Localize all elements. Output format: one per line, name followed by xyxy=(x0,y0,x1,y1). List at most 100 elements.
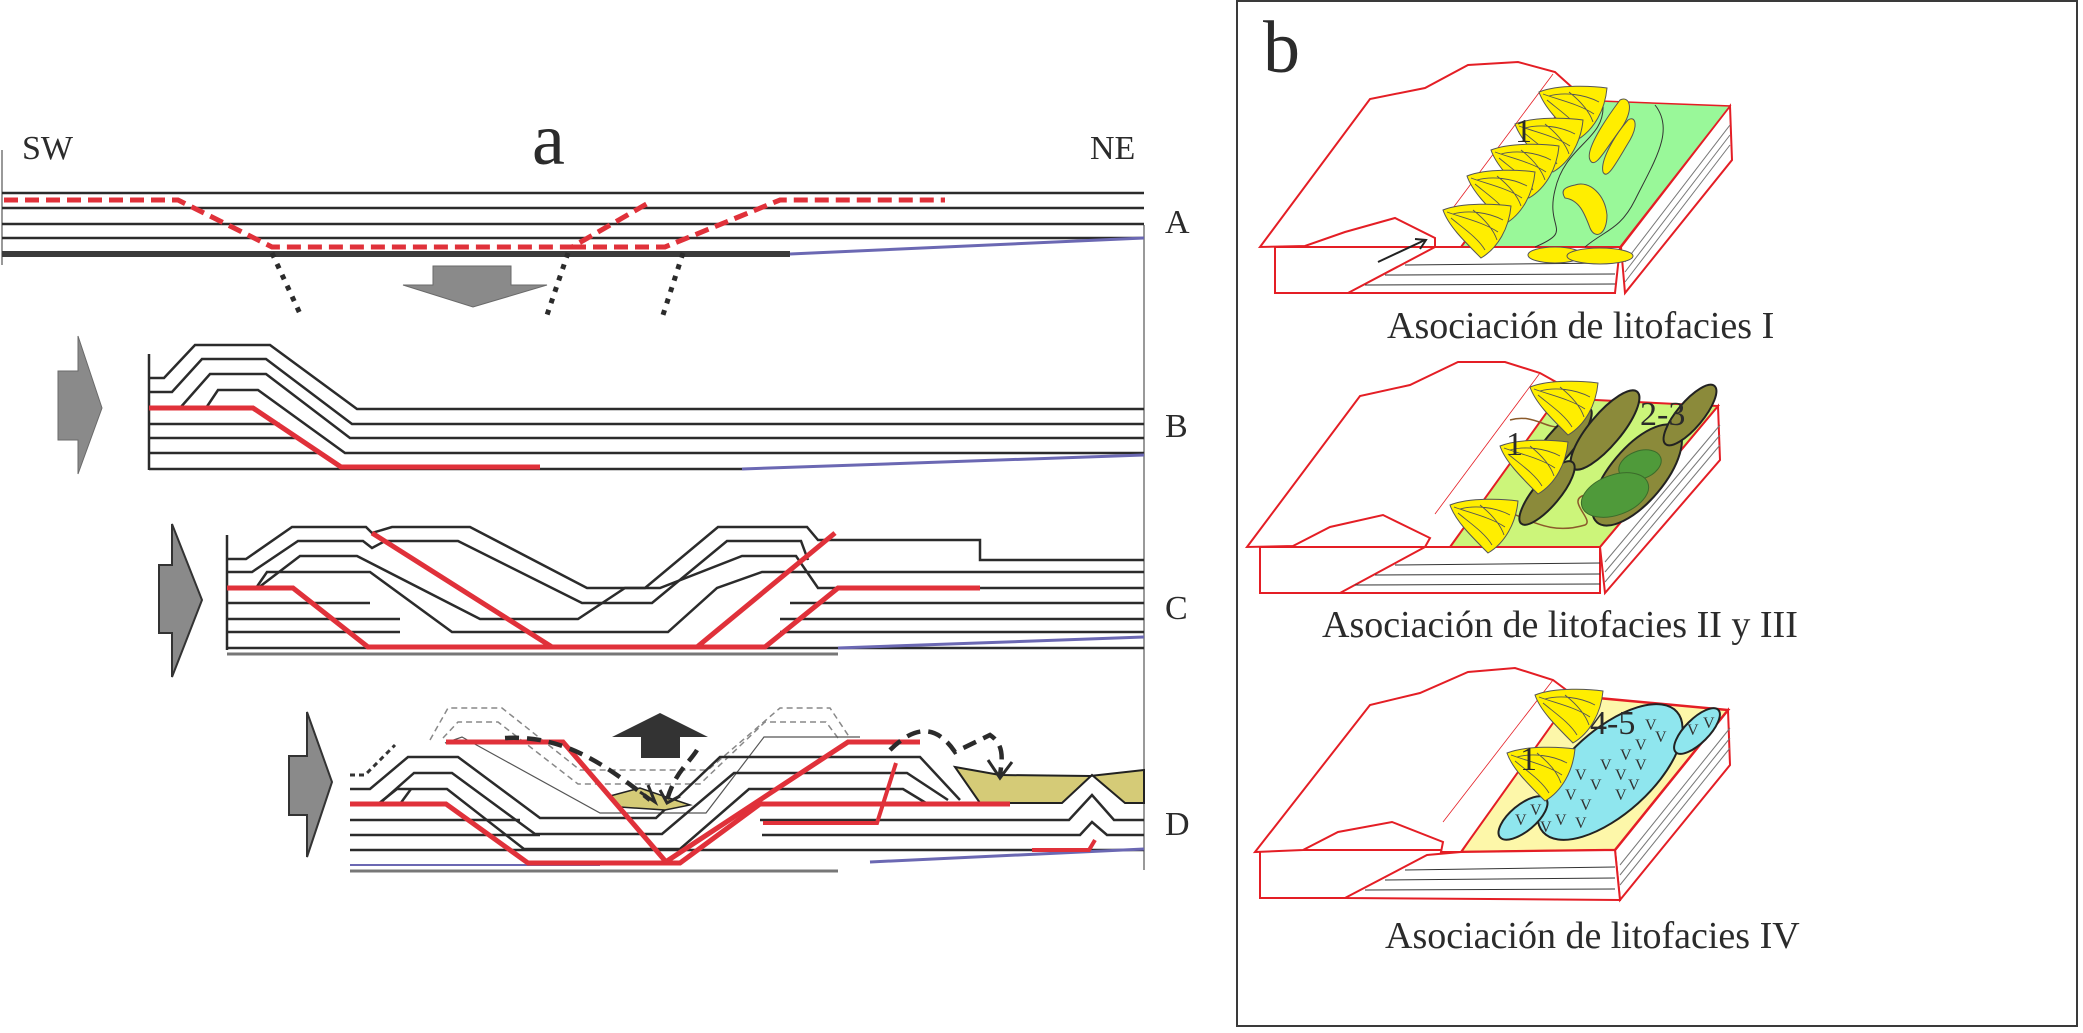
sediment-transport-arrow xyxy=(888,729,1004,776)
subsidence-arrow-icon xyxy=(402,265,548,308)
fold-stratum xyxy=(227,539,810,605)
svg-text:V: V xyxy=(1580,797,1592,814)
basement-line xyxy=(741,453,1145,471)
lacustrine-patch xyxy=(1580,472,1650,518)
svg-text:V: V xyxy=(1575,815,1587,832)
plain-front-step xyxy=(1339,546,1601,594)
channel-line xyxy=(1584,104,1664,248)
channel-line xyxy=(1534,104,1604,248)
bedding-line xyxy=(1404,262,1616,266)
channel-bar xyxy=(1566,247,1634,265)
future-fault-red-dashed xyxy=(572,197,945,250)
plain-front-step xyxy=(1344,848,1622,902)
svg-text:V: V xyxy=(1515,812,1527,829)
svg-text:V: V xyxy=(1655,729,1667,746)
eroded-surface xyxy=(444,736,860,814)
bedding-line xyxy=(1604,434,1721,573)
block-caption-i: Asociación de litofacies I xyxy=(1387,305,1774,347)
block-caption-iv: Asociación de litofacies IV xyxy=(1385,915,1800,957)
bedding-line xyxy=(1404,866,1616,871)
svg-text:V: V xyxy=(1555,812,1567,829)
svg-text:V: V xyxy=(1540,819,1552,836)
fold-stratum xyxy=(179,372,1144,440)
bedding-line xyxy=(1394,562,1601,566)
channel-bar xyxy=(1602,118,1636,175)
evaporite-lake xyxy=(1536,703,1684,841)
sediment-transport-arrow xyxy=(664,748,699,801)
bedding-line xyxy=(1604,424,1721,563)
facies-number: 1 xyxy=(1506,426,1523,463)
future-fault-red-dashed xyxy=(4,197,652,250)
panel-a-letter: a xyxy=(532,99,565,181)
svg-text:V: V xyxy=(1628,777,1640,794)
thrust-fault-red xyxy=(227,585,980,650)
stage-label-b: B xyxy=(1165,408,1188,445)
svg-text:V: V xyxy=(1590,777,1602,794)
stage-label-c: C xyxy=(1165,590,1188,627)
fold-stratum xyxy=(204,388,1144,455)
compression-arrow-icon xyxy=(158,523,204,678)
bedding-line xyxy=(1624,134,1731,273)
stage-b xyxy=(147,343,1145,471)
panel-b-frame xyxy=(1236,0,2078,1027)
thrust-fault-red xyxy=(695,531,837,649)
svg-text:V: V xyxy=(1687,722,1699,739)
panel-b-letter: b xyxy=(1263,7,1300,89)
flow-arrow xyxy=(1377,239,1426,263)
channel-bar xyxy=(1588,98,1630,163)
arrowhead-icon xyxy=(1414,238,1428,250)
arrowhead-icon xyxy=(986,759,1014,781)
svg-text:V: V xyxy=(1530,802,1542,819)
channel-bar xyxy=(1562,183,1608,235)
eroded-stratum-dashed xyxy=(442,721,839,785)
svg-text:V: V xyxy=(1645,717,1657,734)
fold-stratum xyxy=(149,343,1144,411)
eroded-stratum-dotted xyxy=(350,743,397,777)
arrowhead-icon xyxy=(639,784,659,806)
braided-lobe xyxy=(1662,383,1718,447)
stage-d xyxy=(350,707,1145,873)
relief-edge xyxy=(1434,372,1541,515)
compression-arrow-icon xyxy=(57,335,103,475)
svg-text:V: V xyxy=(1620,747,1632,764)
uplift-arrow-icon xyxy=(612,713,708,758)
facies-number: 2-3 xyxy=(1640,396,1685,433)
stage-c xyxy=(225,525,1145,656)
bedding-line xyxy=(1619,727,1731,866)
svg-text:V: V xyxy=(1600,757,1612,774)
bedding-line xyxy=(1364,283,1616,286)
bedding-line xyxy=(1354,583,1601,586)
svg-text:V: V xyxy=(1635,737,1647,754)
highland-relief xyxy=(1244,361,1567,549)
stage-label-a: A xyxy=(1165,204,1190,241)
bedding-line xyxy=(1604,444,1721,583)
eroded-stratum-dashed xyxy=(429,707,851,771)
bedding-line xyxy=(1619,747,1731,886)
relief-edge xyxy=(1442,679,1554,823)
basement-line xyxy=(837,635,1145,650)
svg-text:V: V xyxy=(1615,767,1627,784)
block-diagram-ii-iii xyxy=(1244,361,1722,596)
svg-text:V: V xyxy=(1703,715,1715,732)
svg-text:V: V xyxy=(1565,787,1577,804)
fold-stratum xyxy=(760,793,1144,822)
facies-number: 1 xyxy=(1520,741,1537,778)
svg-text:V: V xyxy=(1615,787,1627,804)
relief-edge xyxy=(1446,73,1554,217)
panel-a-cross-sections xyxy=(1,150,1145,873)
stage-a xyxy=(2,191,1145,320)
fold-stratum xyxy=(350,755,961,820)
thrust-fault-red xyxy=(446,739,669,865)
evaporite-lake xyxy=(1673,707,1721,755)
thrust-fault-red xyxy=(350,801,1010,866)
fold-stratum xyxy=(762,820,1144,837)
bedding-line xyxy=(1384,273,1616,276)
compression-arrow-icon xyxy=(288,711,334,858)
bedding-line xyxy=(1624,144,1731,283)
stage-label-d: D xyxy=(1165,806,1190,843)
orientation-ne-label: NE xyxy=(1090,130,1136,167)
facies-number: 1 xyxy=(1515,113,1532,150)
bedding-line xyxy=(1624,124,1731,263)
